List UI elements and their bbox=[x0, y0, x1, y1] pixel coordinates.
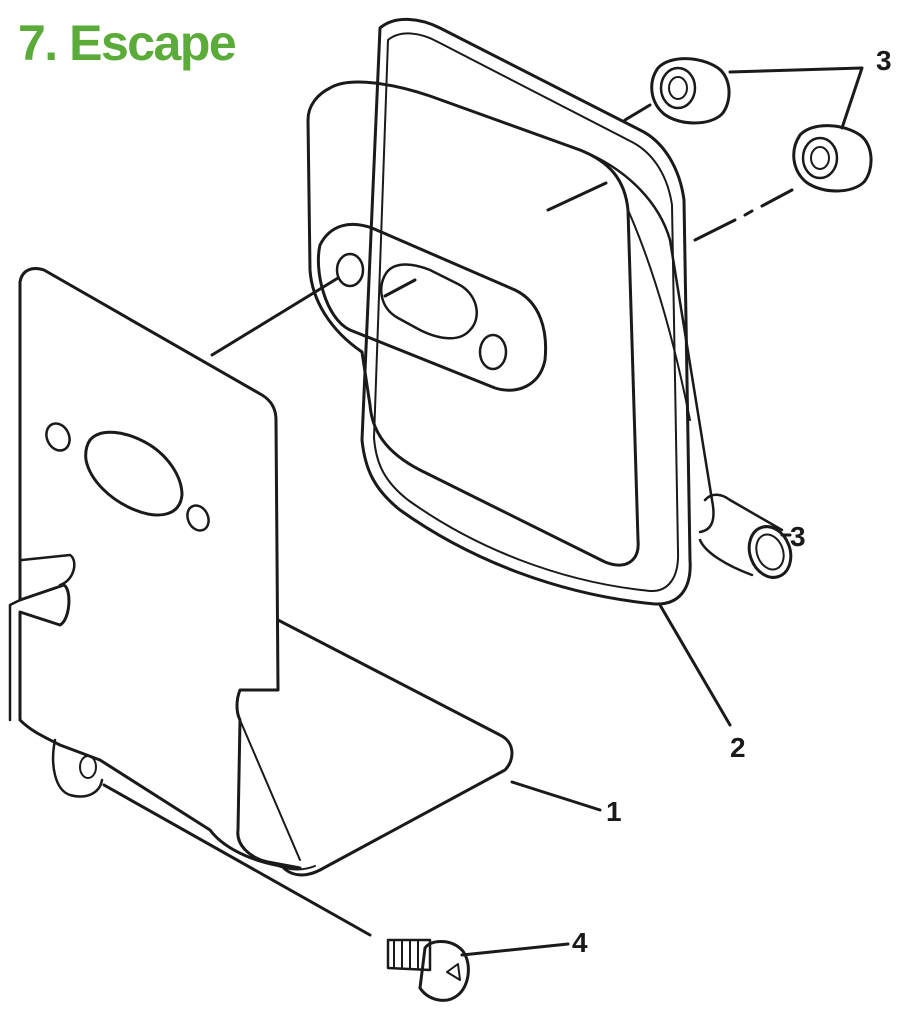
callout-3-outlet: 3 bbox=[790, 521, 806, 552]
callout-2-muffler: 2 bbox=[730, 732, 746, 763]
nut-upper bbox=[650, 57, 731, 125]
muffler bbox=[306, 17, 793, 606]
callout-4-screw: 4 bbox=[572, 927, 588, 958]
bracket bbox=[8, 267, 514, 877]
leader-lines bbox=[460, 66, 864, 957]
screw bbox=[386, 938, 470, 1002]
assembly-lines bbox=[102, 103, 794, 937]
callout-1-bracket: 1 bbox=[606, 796, 622, 827]
callout-3-nut: 3 bbox=[876, 45, 892, 76]
page-title: 7. Escape bbox=[18, 15, 237, 71]
nut-lower bbox=[792, 124, 873, 193]
